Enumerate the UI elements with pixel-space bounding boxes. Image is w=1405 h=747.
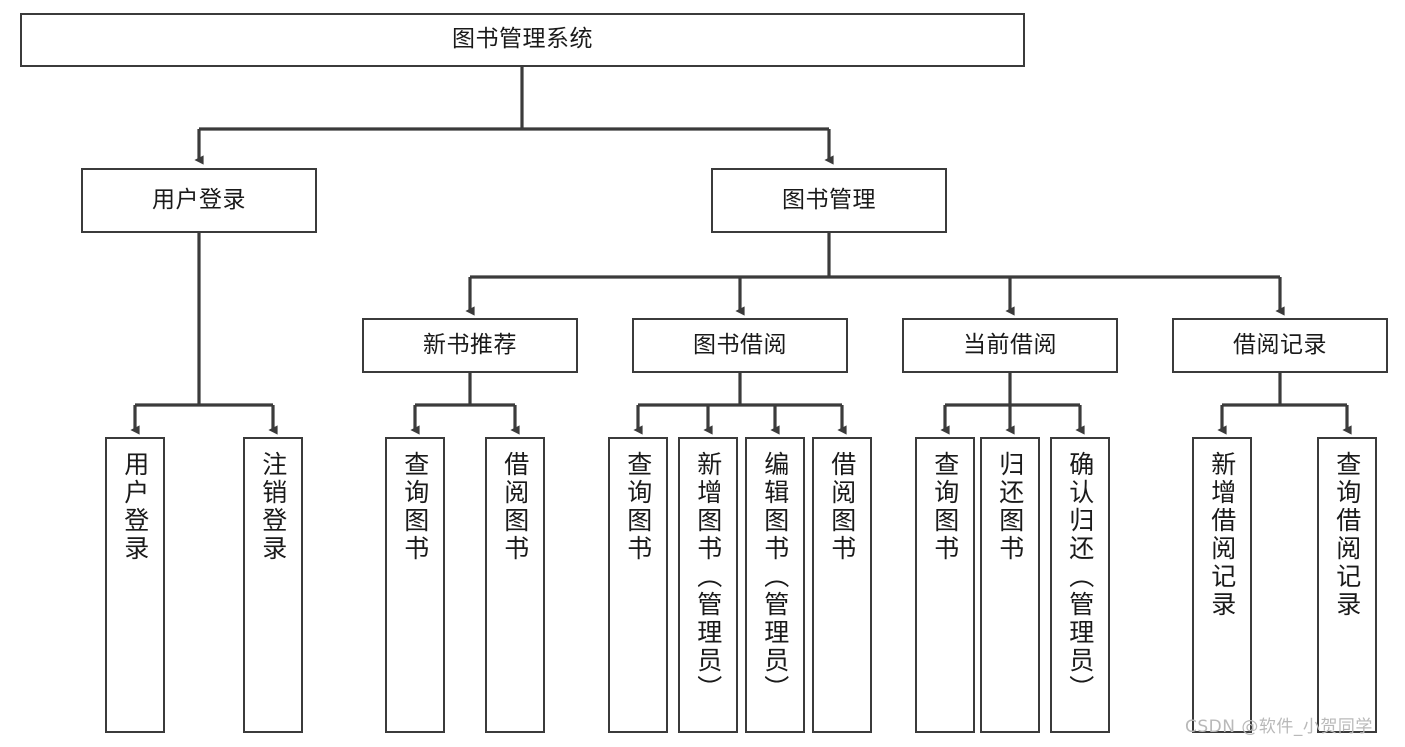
leaf-recommend-query-book[interactable]: 查询图书: [385, 437, 445, 733]
node-label: 查询借阅记录: [1332, 451, 1362, 619]
node-label: 图书管理: [782, 186, 876, 213]
node-book-borrow[interactable]: 图书借阅: [632, 318, 848, 373]
node-label: 用户登录: [120, 451, 150, 563]
leaf-user-login-signout[interactable]: 注销登录: [243, 437, 303, 733]
node-borrow-record[interactable]: 借阅记录: [1172, 318, 1388, 373]
node-label: 图书借阅: [693, 331, 787, 358]
node-label: 用户登录: [152, 186, 246, 213]
node-label: 查询图书: [623, 451, 653, 563]
leaf-current-return-book[interactable]: 归还图书: [980, 437, 1040, 733]
leaf-current-confirm-return-admin[interactable]: 确认归还（管理员）: [1050, 437, 1110, 733]
node-label: 当前借阅: [963, 331, 1057, 358]
leaf-borrow-query-book[interactable]: 查询图书: [608, 437, 668, 733]
leaf-borrow-edit-book-admin[interactable]: 编辑图书（管理员）: [745, 437, 805, 733]
node-label: 归还图书: [995, 451, 1025, 563]
node-user-login[interactable]: 用户登录: [81, 168, 317, 233]
node-label: 借阅图书: [500, 451, 530, 563]
leaf-borrow-add-book-admin[interactable]: 新增图书（管理员）: [678, 437, 738, 733]
node-label: 注销登录: [258, 451, 288, 563]
leaf-current-query-book[interactable]: 查询图书: [915, 437, 975, 733]
leaf-record-add-record[interactable]: 新增借阅记录: [1192, 437, 1252, 733]
node-root-system[interactable]: 图书管理系统: [20, 13, 1025, 67]
node-label: 新增图书（管理员）: [693, 451, 723, 703]
leaf-user-login-signin[interactable]: 用户登录: [105, 437, 165, 733]
node-label: 借阅记录: [1233, 331, 1327, 358]
leaf-borrow-borrow-book[interactable]: 借阅图书: [812, 437, 872, 733]
leaf-record-query-record[interactable]: 查询借阅记录: [1317, 437, 1377, 733]
leaf-recommend-borrow-book[interactable]: 借阅图书: [485, 437, 545, 733]
node-label: 查询图书: [400, 451, 430, 563]
node-label: 查询图书: [930, 451, 960, 563]
node-label: 确认归还（管理员）: [1065, 451, 1095, 703]
node-book-management[interactable]: 图书管理: [711, 168, 947, 233]
node-current-borrow[interactable]: 当前借阅: [902, 318, 1118, 373]
node-label: 图书管理系统: [452, 26, 593, 53]
node-label: 新增借阅记录: [1207, 451, 1237, 619]
node-new-book-recommend[interactable]: 新书推荐: [362, 318, 578, 373]
node-label: 新书推荐: [423, 331, 517, 358]
node-label: 借阅图书: [827, 451, 857, 563]
node-label: 编辑图书（管理员）: [760, 451, 790, 703]
